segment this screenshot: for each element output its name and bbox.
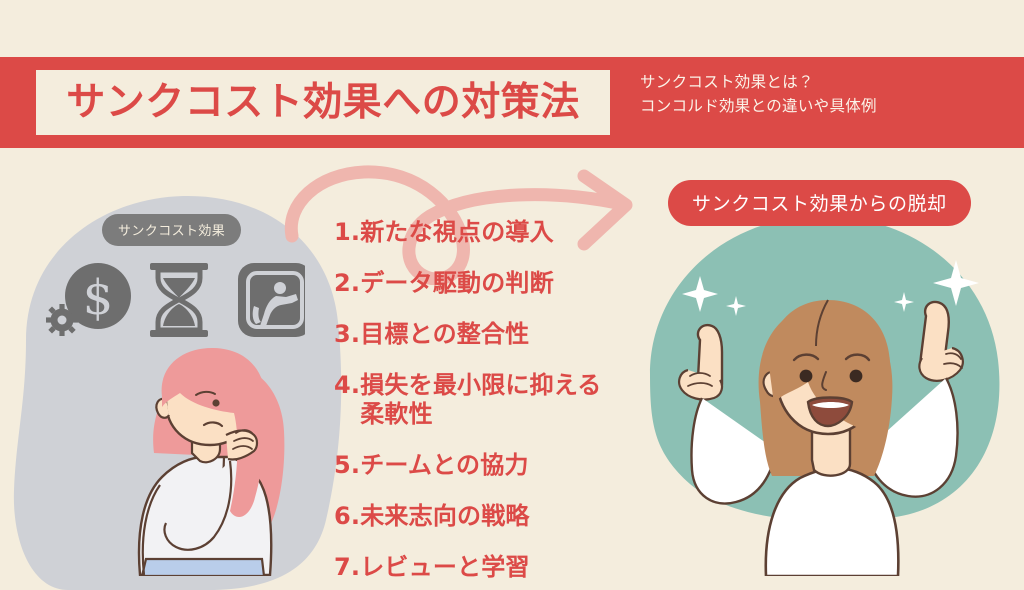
subtitle-line-1: サンクコスト効果とは？ [640,73,814,91]
list-item-number: 1. [334,218,361,246]
page-title: サンクコスト効果への対策法 [66,80,580,125]
sparkle-icon [933,260,979,306]
money-gear-icon: $ [46,263,131,336]
svg-text:$: $ [83,270,114,326]
list-item-number: 6. [334,502,361,531]
left-badge: サンクコスト効果 [102,214,242,246]
list-item-label: 目標との整合性 [360,320,530,349]
subtitle-line-2: コンコルド効果との違いや具体例 [640,97,877,116]
list-item: 1. 新たな視点の導入 [334,218,634,247]
header-subtitle: サンクコスト効果とは？ コンコルド効果との違いや具体例 [640,70,1010,118]
list-item: 6. 未来志向の戦略 [334,502,634,531]
right-badge: サンクコスト効果からの脱却 [668,180,971,226]
sparkle-icon [726,296,746,316]
climbing-person-icon [238,263,305,337]
list-item-number: 4. [334,371,361,400]
sparkle-icon [894,292,914,312]
curved-arrow-right [284,165,633,285]
list-item-label: 未来志向の戦略 [360,502,530,531]
list-item: 7. レビューと学習 [334,553,634,582]
list-item: 2. データ駆動の判断 [334,269,634,298]
hourglass-icon [150,263,208,337]
left-icon-row: $ [46,263,305,337]
sad-woman-illustration [137,347,285,576]
list-item-number: 5. [334,451,361,480]
sparkle-icon [682,276,718,312]
list-item: 5. チームとの協力 [334,451,634,480]
list-item: 3. 目標との整合性 [334,320,634,349]
list-item-label: 新たな視点の導入 [360,218,554,246]
list-item-label: 損失を最小限に抑える 柔軟性 [360,371,602,429]
list-item-number: 7. [334,553,361,582]
list-item-label: レビューと学習 [360,553,530,582]
infographic-canvas: サンクコスト効果への対策法 サンクコスト効果とは？ コンコルド効果との違いや具体… [0,57,1024,590]
page-title-box: サンクコスト効果への対策法 [34,68,612,137]
list-item-number: 3. [334,320,361,349]
list-item-label: データ駆動の判断 [360,269,554,298]
list-item-number: 2. [334,269,361,298]
list-item: 4. 損失を最小限に抑える 柔軟性 [334,371,634,429]
sparkle-group [682,260,979,316]
list-item-label: チームとの協力 [360,451,529,480]
happy-woman-pointing-up-illustration [678,299,964,576]
countermeasure-list: 1. 新たな視点の導入 2. データ駆動の判断 3. 目標との整合性 4. 損失… [334,218,634,582]
